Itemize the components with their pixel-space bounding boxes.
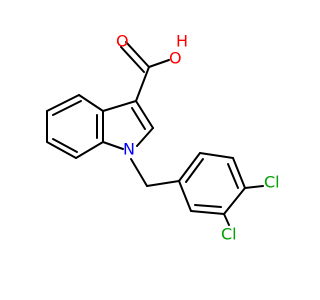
- chemical-structure: O O H N Cl Cl: [46, 32, 280, 244]
- bond-benzo-6: [78, 94, 104, 112]
- atom-h-hydroxyl: H: [176, 32, 188, 51]
- bond-aryl-4: [223, 187, 246, 215]
- bond-c3-cl: [223, 213, 230, 226]
- bond-aryl-1-inner: [185, 158, 204, 183]
- bond-n-ch2: [130, 158, 148, 187]
- bond-carbonyl-double: [125, 41, 150, 68]
- bond-benzo-4: [75, 141, 104, 159]
- bond-aryl-2: [199, 152, 234, 159]
- bond-aryl-6: [178, 180, 192, 212]
- atom-o-hydroxyl: O: [169, 49, 182, 68]
- atom-cl-4: Cl: [264, 173, 280, 192]
- bond-carboxyl-oh: [148, 59, 170, 68]
- bond-c3-carboxyl: [135, 66, 150, 102]
- bond-aryl-3: [232, 157, 246, 189]
- bond-aryl-1: [178, 152, 201, 182]
- atom-cl-3: Cl: [221, 225, 237, 244]
- atom-o-carbonyl: O: [116, 32, 129, 51]
- bond-benzo-1-inner: [52, 100, 82, 116]
- structure-canvas: O O H N Cl Cl: [46, 32, 280, 244]
- bond-benzo-3-inner: [52, 138, 78, 153]
- bond-pyrrole-c3-c2-inner: [131, 107, 146, 130]
- bond-pyrrole-n-c7a: [102, 141, 124, 150]
- bond-c4-cl: [244, 185, 264, 189]
- bond-pyrrole-c3-c2: [135, 100, 154, 129]
- bond-benzo-1: [46, 94, 80, 112]
- bond-aryl-5: [190, 210, 225, 215]
- bond-aryl-5-inner: [194, 204, 222, 208]
- bond-pyrrole-c3a-c3: [102, 100, 137, 112]
- atom-n-indole: N: [123, 140, 135, 159]
- bond-ch2-ring: [146, 180, 180, 187]
- bond-aryl-3-inner: [227, 163, 239, 189]
- bond-carbonyl-double-2: [120, 46, 145, 73]
- bond-benzo-3: [46, 141, 77, 159]
- bond-pyrrole-c2-n: [136, 127, 154, 147]
